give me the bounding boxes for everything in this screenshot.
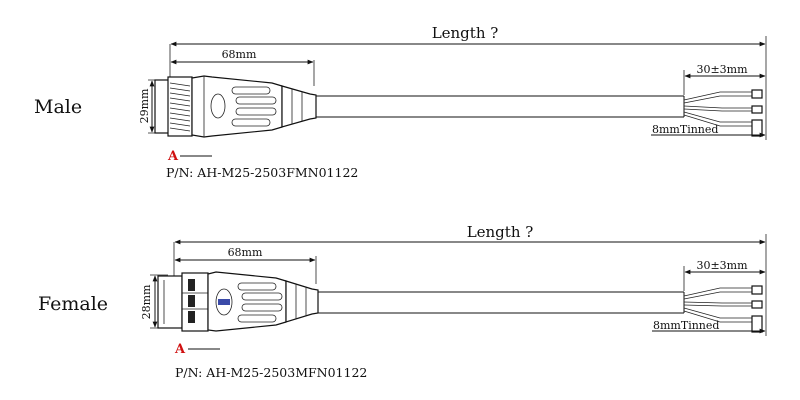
male-connector-length-dimension: 68mm <box>170 48 315 86</box>
female-strip-length: 30±3mm <box>696 259 748 272</box>
female-length-dimension: Length ? <box>173 223 767 336</box>
male-marker-a: A <box>167 149 212 164</box>
female-marker-a: A <box>174 342 220 357</box>
female-marker-label: A <box>174 342 186 357</box>
male-label: Male <box>34 96 82 118</box>
female-diameter-dimension: 28mm <box>140 274 168 329</box>
female-cable <box>318 291 685 314</box>
male-marker-label: A <box>167 149 179 164</box>
female-connector <box>157 271 319 332</box>
female-tinned: 8mmTinned <box>653 319 719 332</box>
female-length-label: Length ? <box>467 223 534 241</box>
male-connector <box>154 75 317 138</box>
male-strip-length: 30±3mm <box>696 63 748 76</box>
male-length-label: Length ? <box>432 24 499 42</box>
female-label: Female <box>38 293 108 315</box>
female-diameter: 28mm <box>140 284 153 319</box>
male-length-dimension: Length ? <box>169 24 767 140</box>
female-tinned-dimension: 8mmTinned <box>652 319 766 334</box>
male-connector-length: 68mm <box>222 48 257 61</box>
female-connector-length-dimension: 68mm <box>174 246 317 284</box>
male-tinned-dimension: 8mmTinned <box>651 123 766 138</box>
male-part-number: P/N: AH-M25-2503FMN01122 <box>166 165 358 180</box>
female-wires <box>683 285 763 333</box>
female-assembly: Female Length ? 68mm 28mm <box>38 223 767 380</box>
male-diameter: 29mm <box>138 88 151 123</box>
male-assembly: Male Length ? 68mm 29mm <box>34 24 767 180</box>
female-connector-length: 68mm <box>228 246 263 259</box>
female-part-number: P/N: AH-M25-2503MFN01122 <box>175 365 367 380</box>
male-cable <box>316 95 685 118</box>
male-wires <box>683 89 763 137</box>
male-tinned: 8mmTinned <box>652 123 718 136</box>
male-strip-dimension: 30±3mm <box>683 63 766 95</box>
female-strip-dimension: 30±3mm <box>683 259 766 291</box>
